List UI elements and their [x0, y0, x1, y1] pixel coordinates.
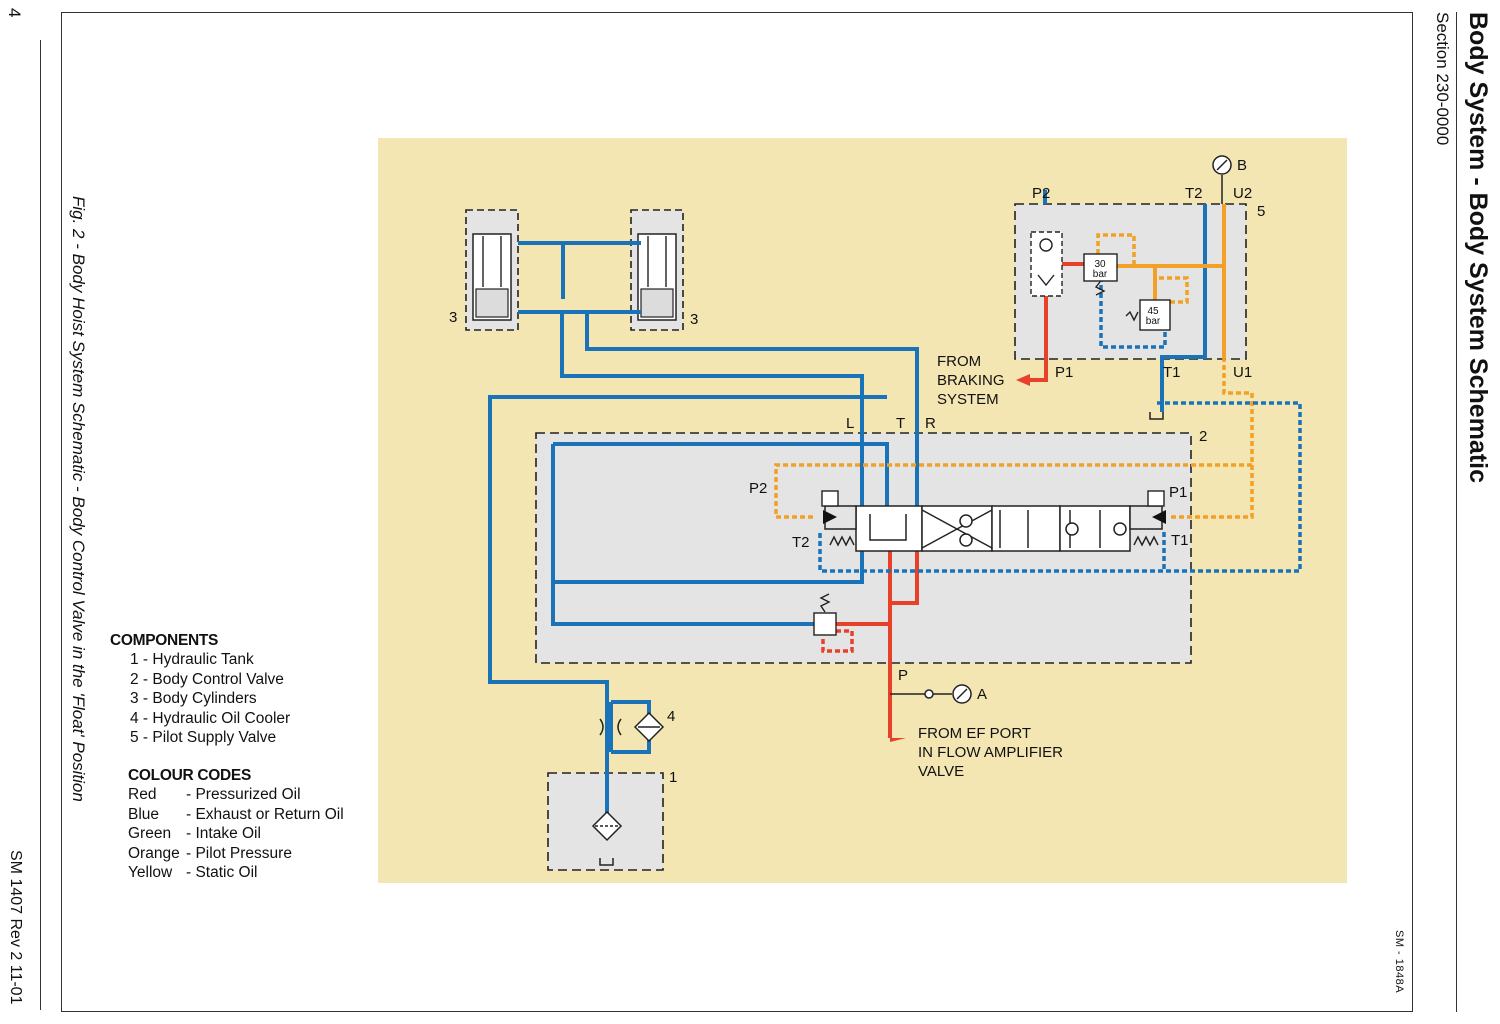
port-t2-main: T2 — [792, 534, 810, 551]
left-rule — [40, 40, 41, 1010]
colour-code-row: Yellow - Static Oil — [128, 863, 344, 882]
port-r: R — [925, 415, 936, 432]
solenoid-coil-right — [1147, 490, 1165, 507]
components-legend: COMPONENTS 1 - Hydraulic Tank 2 - Body C… — [110, 631, 290, 747]
component-item: 2 - Body Control Valve — [130, 670, 284, 688]
relief-30-value: 30 — [1094, 259, 1106, 270]
port-t2-pilot: T2 — [1185, 185, 1203, 202]
components-heading: COMPONENTS — [110, 632, 219, 649]
colour-desc: - Exhaust or Return Oil — [186, 805, 344, 823]
colour-name: Red — [128, 786, 157, 804]
main-relief-valve — [813, 593, 837, 636]
colour-desc: - Pressurized Oil — [186, 786, 301, 804]
pilot-dotted-lines — [774, 233, 1302, 653]
oil-cooler — [633, 711, 665, 743]
from-braking-line-2: BRAKING — [937, 372, 1005, 389]
colour-codes-legend: COLOUR CODES Red - Pressurized Oil Blue - … — [128, 766, 344, 882]
port-u2-pilot: U2 — [1233, 185, 1252, 202]
component-item: 4 - Hydraulic Oil Cooler — [130, 709, 291, 727]
gauge-a-label: A — [977, 686, 987, 703]
colour-desc: - Pilot Pressure — [186, 844, 292, 862]
label-cylinder-left: 3 — [449, 309, 457, 326]
solenoid-right — [1152, 510, 1166, 524]
from-ef-line-2: IN FLOW AMPLIFIER — [918, 744, 1063, 761]
from-braking-line-3: SYSTEM — [937, 391, 999, 408]
label-cylinder-right: 3 — [690, 311, 698, 328]
relief-valve-45 — [1125, 299, 1171, 331]
colour-desc: - Static Oil — [186, 864, 258, 882]
label-cooler-number: 4 — [667, 708, 675, 725]
port-t1-pilot: T1 — [1163, 364, 1181, 381]
page-frame — [61, 12, 1413, 1012]
port-t: T — [896, 415, 905, 432]
colour-code-row: Blue - Exhaust or Return Oil — [128, 805, 344, 824]
spring-right — [1133, 535, 1159, 547]
colour-code-row: Green - Intake Oil — [128, 824, 344, 843]
pressure-oil-lines — [836, 253, 1086, 738]
restrictor — [599, 718, 622, 736]
colour-code-row: Red - Pressurized Oil — [128, 785, 344, 804]
body-control-spool — [824, 505, 1163, 552]
arrow-from-ef — [890, 738, 906, 742]
tank-filter — [591, 810, 623, 866]
port-p2-main: P2 — [749, 480, 767, 497]
drain-symbol — [1149, 412, 1164, 420]
arrow-from-braking — [1016, 374, 1030, 386]
component-item: 3 - Body Cylinders — [130, 690, 257, 708]
from-ef-line-3: VALVE — [918, 763, 964, 780]
colour-name: Green — [128, 825, 172, 843]
pressure-gauge-b — [1212, 155, 1232, 204]
colour-desc: - Intake Oil — [186, 825, 261, 843]
relief-45-unit: bar — [1146, 316, 1161, 327]
spring-left — [829, 535, 855, 547]
right-rule — [1456, 12, 1457, 1012]
colour-name: Blue — [128, 805, 160, 823]
port-p2-pilot: P2 — [1032, 185, 1050, 202]
port-p1-main: P1 — [1169, 484, 1187, 501]
from-braking-line-1: FROM — [937, 353, 981, 370]
relief-30-unit: bar — [1093, 269, 1108, 280]
body-cylinder-left — [465, 209, 519, 331]
return-oil-lines — [488, 190, 1207, 824]
gauge-b-label: B — [1237, 157, 1247, 174]
label-pilot-valve-number: 5 — [1257, 203, 1265, 220]
port-l: L — [846, 415, 854, 432]
pilot-pressure-lines — [1117, 204, 1226, 357]
solenoid-left — [823, 510, 837, 524]
pressure-gauge-a — [890, 684, 972, 704]
port-p1-pilot: P1 — [1055, 364, 1073, 381]
port-p: P — [898, 667, 908, 684]
label-valve-number: 2 — [1199, 428, 1207, 445]
from-ef-line-1: FROM EF PORT — [918, 725, 1031, 742]
colour-name: Yellow — [128, 864, 173, 882]
colour-code-row: Orange - Pilot Pressure — [128, 844, 344, 863]
port-t1-main: T1 — [1171, 532, 1189, 549]
colour-name: Orange — [128, 844, 180, 862]
component-item: 1 - Hydraulic Tank — [130, 651, 254, 669]
component-item: 5 - Pilot Supply Valve — [130, 729, 277, 747]
relief-valve-30 — [1083, 253, 1118, 296]
colour-codes-heading: COLOUR CODES — [128, 767, 251, 784]
port-u1-pilot: U1 — [1233, 364, 1252, 381]
pilot-check-valve — [1030, 231, 1063, 297]
solenoid-coil-left — [821, 490, 839, 507]
label-tank-number: 1 — [669, 769, 677, 786]
relief-45-value: 45 — [1147, 306, 1159, 317]
